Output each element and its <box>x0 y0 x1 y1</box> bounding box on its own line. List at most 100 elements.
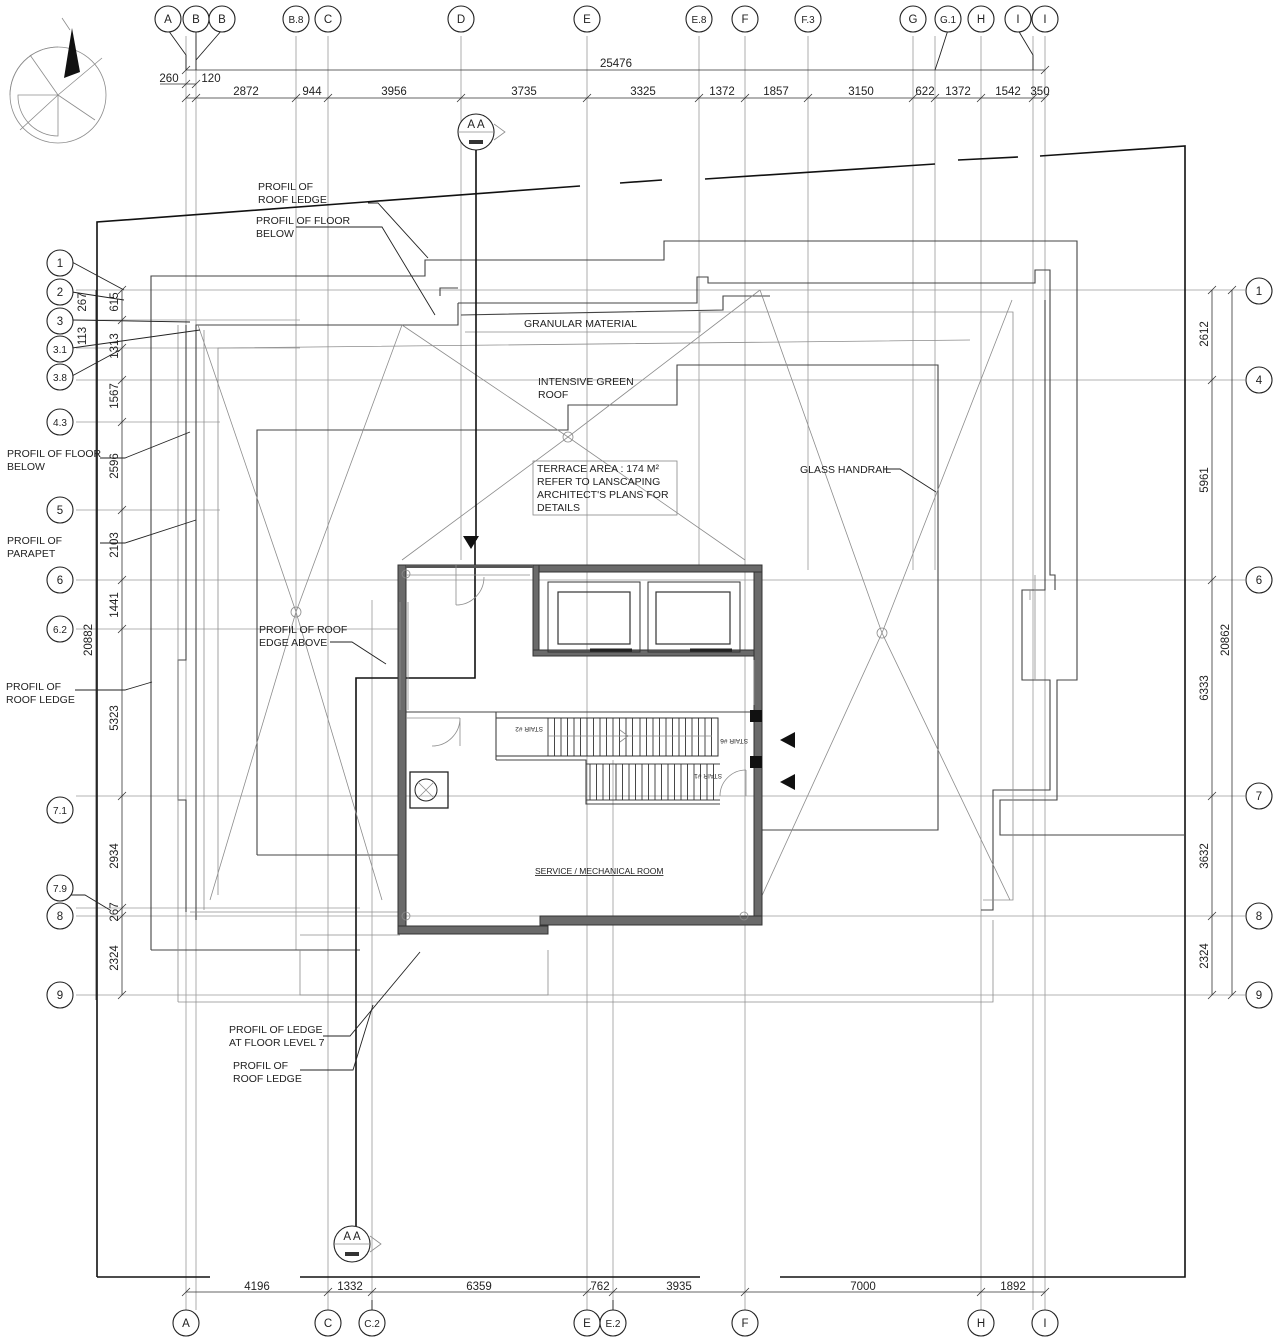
dim-right-2: 6333 <box>1199 675 1211 701</box>
row-bubble-right-4: 8 <box>1245 902 1273 930</box>
dim-left-overall: 20882 <box>83 624 95 656</box>
dim-bottom-2: 6359 <box>466 1281 492 1293</box>
column-bubble-top-3-label: B.8 <box>288 15 303 26</box>
elevator-icon <box>547 581 741 653</box>
dim-top-a-0: 260 <box>159 73 178 85</box>
column-bubble-top-1-label: B <box>192 14 200 26</box>
dimension-lines <box>95 65 1237 1297</box>
label-stair-1: STAIR #1 <box>694 772 722 779</box>
dim-left-4: 1567 <box>109 383 121 409</box>
column-bubble-bottom-5: F <box>731 1309 759 1337</box>
column-bubble-bottom-1-label: C <box>324 1318 332 1330</box>
column-bubble-top-0: A <box>154 5 182 33</box>
dim-bottom-1: 1332 <box>337 1281 363 1293</box>
row-bubble-left-1-label: 2 <box>57 287 63 299</box>
dim-bottom-0: 4196 <box>244 1281 270 1293</box>
label-floor-below-left-1: PROFIL OF FLOOR <box>7 448 102 460</box>
dim-top-8: 622 <box>915 86 934 98</box>
north-arrow-icon <box>9 17 107 144</box>
label-parapet-2: PARAPET <box>7 548 56 560</box>
row-bubble-left-12: 9 <box>46 981 74 1009</box>
label-roof-ledge-bottom-2: ROOF LEDGE <box>233 1073 302 1085</box>
row-bubble-right-2-label: 6 <box>1256 575 1262 587</box>
dim-top-9: 1372 <box>945 86 971 98</box>
dim-top-2: 3956 <box>381 86 407 98</box>
column-bubble-top-13-label: I <box>1016 14 1019 26</box>
drainage-diagonals <box>197 289 1013 901</box>
entry-arrow-icon <box>463 536 795 790</box>
column-bubble-top-14: I <box>1031 5 1059 33</box>
column-bubble-top-8: F <box>731 5 759 33</box>
green-roof-outline <box>256 364 939 856</box>
row-bubble-left-5-label: 4.3 <box>53 418 67 429</box>
label-green-roof-2: ROOF <box>538 389 568 401</box>
row-bubble-left-3: 3.1 <box>46 335 74 363</box>
row-bubble-left-12-label: 9 <box>57 990 63 1002</box>
column-bubble-top-12: H <box>967 5 995 33</box>
dim-right-1: 5961 <box>1199 467 1211 493</box>
row-bubble-right-0: 1 <box>1245 277 1273 305</box>
column-bubble-bottom-0: A <box>172 1309 200 1337</box>
row-bubble-left-10: 7.9 <box>46 874 74 902</box>
parapet-outlines <box>150 240 1185 1003</box>
label-roof-ledge-bottom-1: PROFIL OF <box>233 1060 288 1072</box>
dim-top-0: 2872 <box>233 86 259 98</box>
label-roof-edge-above-2: EDGE ABOVE <box>259 637 327 649</box>
column-bubble-top-0-label: A <box>164 14 172 26</box>
row-bubble-left-2-label: 3 <box>57 316 63 328</box>
row-bubble-right-3: 7 <box>1245 782 1273 810</box>
dim-top-4: 3325 <box>630 86 656 98</box>
mechanical-unit-icon <box>409 771 449 809</box>
column-bubble-top-9-label: F.3 <box>801 15 815 26</box>
row-bubble-right-1: 4 <box>1245 366 1273 394</box>
column-bubble-bottom-3-label: E <box>583 1318 591 1330</box>
row-bubble-right-2: 6 <box>1245 566 1273 594</box>
row-bubble-left-9-label: 7.1 <box>53 806 67 817</box>
dim-right-overall: 20862 <box>1220 624 1232 656</box>
dim-right-3: 3632 <box>1199 843 1211 869</box>
column-bubble-top-3: B.8 <box>282 5 310 33</box>
dim-left-6: 2103 <box>109 532 121 558</box>
dim-top-6: 1857 <box>763 86 789 98</box>
column-bubble-bottom-3: E <box>573 1309 601 1337</box>
row-bubble-left-8: 6.2 <box>46 615 74 643</box>
dim-right-0: 2612 <box>1199 321 1211 347</box>
row-bubble-left-0-label: 1 <box>57 258 63 270</box>
label-ledge-level7-2: AT FLOOR LEVEL 7 <box>229 1037 325 1049</box>
row-bubble-left-6-label: 5 <box>57 505 63 517</box>
section-marker-top: A A <box>457 113 506 540</box>
column-bubble-top-5: D <box>447 5 475 33</box>
label-floor-below-left-2: BELOW <box>7 461 45 473</box>
label-floor-below-top-1: PROFIL OF FLOOR <box>256 215 351 227</box>
dim-left-8: 5323 <box>109 705 121 731</box>
column-bubble-bottom-4-label: E.2 <box>605 1319 620 1330</box>
label-terrace-3: ARCHITECT'S PLANS FOR <box>537 489 669 501</box>
column-bubble-bottom-7: I <box>1031 1309 1059 1337</box>
dim-bottom-4: 3935 <box>666 1281 692 1293</box>
column-bubble-bottom-0-label: A <box>182 1318 190 1330</box>
dim-top-7: 3150 <box>848 86 874 98</box>
column-bubble-top-10: G <box>899 5 927 33</box>
dim-left-1: 615 <box>109 292 121 311</box>
plan-annotations: PROFIL OF ROOF LEDGE PROFIL OF FLOOR BEL… <box>6 181 891 1085</box>
dim-top-a-1: 120 <box>201 73 220 85</box>
grid-lines-horizontal <box>76 289 1245 996</box>
row-bubble-right-3-label: 7 <box>1256 791 1262 803</box>
row-bubble-left-10-label: 7.9 <box>53 884 67 895</box>
dim-left-9: 2934 <box>109 843 121 869</box>
service-room-walls <box>397 564 763 935</box>
row-bubble-right-4-label: 8 <box>1256 911 1262 923</box>
row-bubble-right-5: 9 <box>1245 981 1273 1009</box>
dim-right-4: 2324 <box>1199 943 1211 969</box>
column-bubble-top-5-label: D <box>457 14 465 26</box>
column-bubble-bottom-6: H <box>967 1309 995 1337</box>
dim-bottom-5: 7000 <box>850 1281 876 1293</box>
dim-left-11: 2324 <box>109 945 121 971</box>
label-stair-2: STAIR #2 <box>515 725 543 732</box>
column-bubble-top-11: G.1 <box>934 5 962 33</box>
row-bubble-right-5-label: 9 <box>1256 990 1262 1002</box>
column-bubble-bottom-6-label: H <box>977 1318 985 1330</box>
